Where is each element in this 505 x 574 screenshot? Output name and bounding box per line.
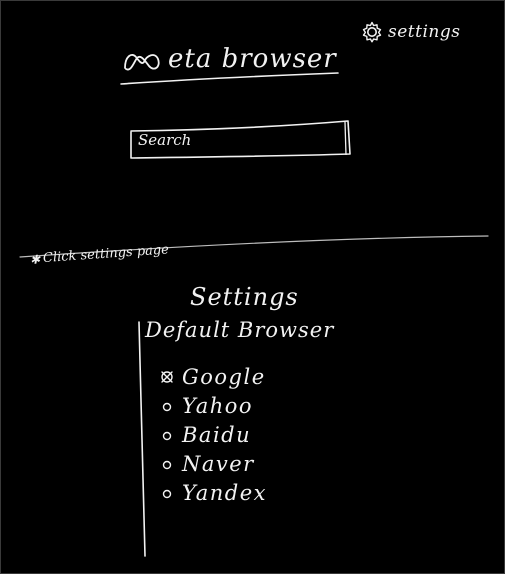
settings-link[interactable]: settings [360,20,460,44]
app-title-text: eta browser [168,44,337,74]
option-yandex[interactable]: Yandex [160,478,267,507]
page-title: Settings [190,283,299,311]
search-box-outline [130,120,351,159]
radio-checked-icon[interactable] [160,370,174,384]
default-browser-options: Google Yahoo Baidu Naver Yandex [160,362,267,507]
option-label: Baidu [182,422,252,447]
option-label: Yahoo [182,393,254,418]
radio-icon[interactable] [160,457,174,471]
option-label: Naver [182,451,255,476]
title-underline [120,72,339,85]
app-title: eta browser [122,44,342,74]
radio-icon[interactable] [160,486,174,500]
search-box[interactable] [128,118,351,159]
option-google[interactable]: Google [160,362,267,391]
settings-link-label: settings [388,22,461,42]
option-label: Yandex [182,480,267,505]
option-label: Google [182,364,266,389]
section-heading: Default Browser [145,318,335,342]
gear-icon [362,21,382,43]
option-yahoo[interactable]: Yahoo [160,391,267,420]
radio-icon[interactable] [160,428,174,442]
option-naver[interactable]: Naver [160,449,267,478]
meta-logo-icon [124,54,160,71]
search-input[interactable] [136,128,340,152]
option-baidu[interactable]: Baidu [160,420,267,449]
radio-icon[interactable] [160,399,174,413]
